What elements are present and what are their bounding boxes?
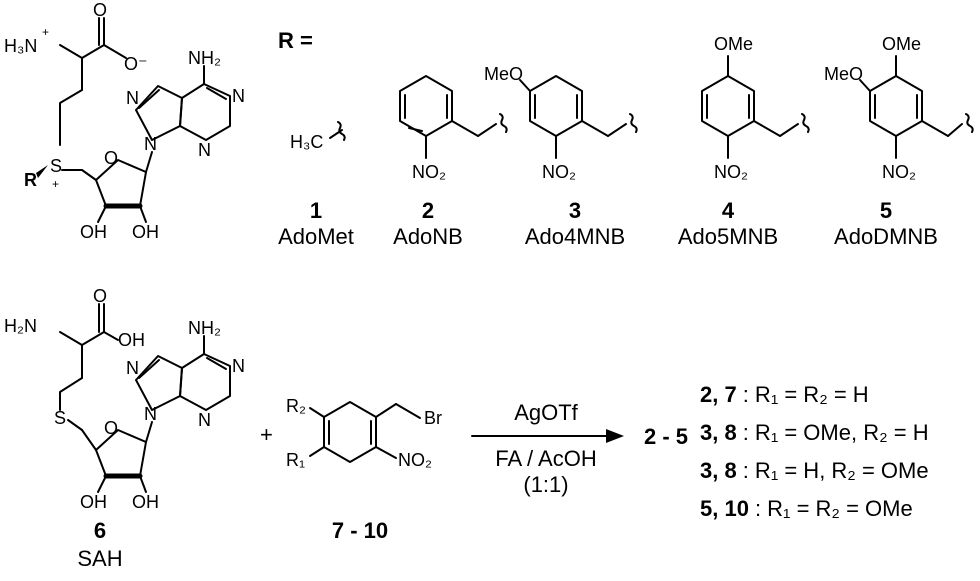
compound-number: 1 [310,198,322,223]
compound-name: Ado4MNB [525,224,625,249]
result-ids: 2, 7 [700,382,737,407]
result-text: : R₁ = R₂ = H [743,382,869,407]
sah-structure [59,303,231,493]
carbonyl-oxygen: O [93,0,107,20]
condition-ratio: (1:1) [523,472,568,497]
benzyl-bromide-reagent [309,401,421,463]
amine-label: H₂N [4,316,37,336]
adenine-n1: N [232,356,245,376]
adenine-n7: N [126,358,139,378]
methyl-group [329,121,346,141]
methoxy-label: OMe [714,34,753,54]
ammonium-charge: + [42,25,49,39]
result-text: : R₁ = OMe, R₂ = H [743,420,929,445]
hydroxyl-label: OH [80,222,107,242]
result-text: : R₁ = R₂ = OMe [755,496,913,521]
amino-group: NH₂ [188,318,221,338]
adenine-n3: N [198,140,211,160]
amino-group: NH₂ [188,48,221,68]
nitrobenzyl-group [399,75,508,159]
compound-number: 5 [880,198,892,223]
r-substituent: R [24,170,37,190]
methoxy-label: MeO [484,64,523,84]
compound-number: 3 [569,198,581,223]
plus-sign: + [260,422,273,447]
condition-reagent: AgOTf [514,400,578,425]
ring-oxygen: O [104,418,118,438]
compound-name: AdoDMNB [834,224,938,249]
reagent-range: 7 - 10 [332,518,388,543]
nitro-label: NO₂ [412,162,446,182]
dimethoxy-nitrobenzyl-group [859,55,974,159]
nitro-label: NO₂ [882,162,916,182]
sah-number: 6 [94,518,106,543]
ring-oxygen: O [104,148,118,168]
result-line: 5, 10: R₁ = R₂ = OMe [700,496,913,521]
compound-number: 4 [722,198,735,223]
methoxy-nitrobenzyl-4-group [519,75,638,159]
methyl-label: H₃C [290,132,323,152]
compound-name: AdoNB [393,224,463,249]
carboxyl-oh: OH [118,330,145,350]
carboxylate-oxygen: O⁻ [124,54,148,74]
sulfonium-s: S [50,156,62,176]
h3n-label: H₃N [4,36,37,56]
hydroxyl-label: OH [132,492,159,512]
bromine-label: Br [424,408,442,428]
result-line: 2, 7: R₁ = R₂ = H [700,382,869,407]
adenine-n7: N [126,88,139,108]
adenine-n9: N [144,404,157,424]
carbonyl-oxygen: O [93,286,107,306]
result-text: : R₁ = H, R₂ = OMe [743,458,929,483]
adenine-n1: N [232,86,245,106]
adenine-n9: N [144,134,157,154]
methoxy-nitrobenzyl-5-group [701,55,810,159]
nitro-label: NO₂ [714,162,748,182]
result-line: 3, 8: R₁ = OMe, R₂ = H [700,420,929,445]
compound-name: AdoMet [278,224,354,249]
methoxy-label: MeO [824,64,863,84]
r1-label: R₁ [286,450,305,470]
hydroxyl-label: OH [132,222,159,242]
methoxy-label: OMe [882,34,921,54]
nitro-label: NO₂ [398,450,432,470]
nitro-label: NO₂ [542,162,576,182]
compound-name: Ado5MNB [678,224,778,249]
result-ids: 5, 10 [700,496,749,521]
product-range: 2 - 5 [644,424,688,449]
r-definition-header: R = [278,28,313,53]
result-ids: 3, 8 [700,420,737,445]
result-ids: 3, 8 [700,458,737,483]
result-line: 3, 8: R₁ = H, R₂ = OMe [700,458,929,483]
adenine-n3: N [198,410,211,430]
condition-solvent: FA / AcOH [495,446,596,471]
r2-label: R₂ [286,396,306,416]
sulfonium-charge: + [52,177,59,191]
reaction-arrow [471,429,624,443]
sah-name: SAH [77,546,122,571]
hydroxyl-label: OH [80,492,107,512]
thioether-s: S [54,408,66,428]
adomet-structure [36,17,231,223]
compound-number: 2 [422,198,434,223]
